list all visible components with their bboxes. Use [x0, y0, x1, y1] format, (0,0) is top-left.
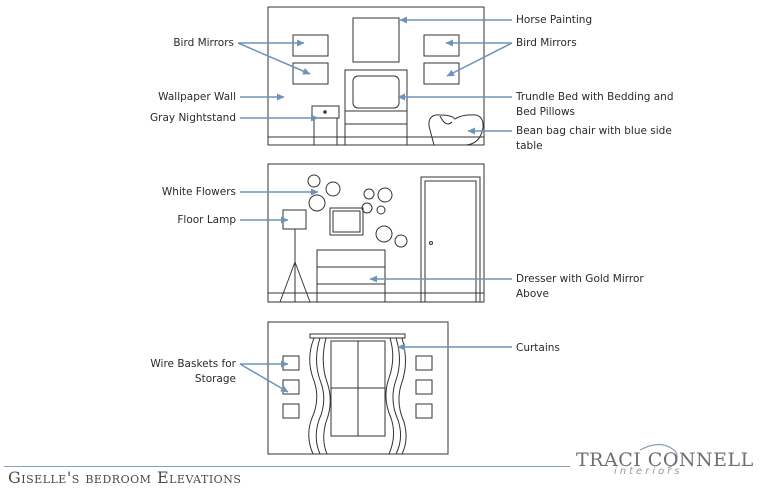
label-bird-mirrors-right: Bird Mirrors	[516, 37, 577, 49]
label-curtains: Curtains	[516, 342, 560, 354]
gold-mirror	[329, 207, 364, 236]
bird-mirror	[292, 34, 329, 57]
label-trundle-bed-line2: Bed Pillows	[516, 106, 576, 118]
arrow-wire-baskets-2	[239, 363, 289, 393]
curtains	[308, 337, 407, 455]
label-bean-bag-line1: Bean bag chair with blue side	[516, 125, 672, 137]
brand-logo-name: TRACI CONNELL	[576, 449, 754, 471]
bean-bag-chair	[428, 114, 484, 146]
label-bird-mirrors-left: Bird Mirrors	[173, 37, 234, 49]
label-white-flowers: White Flowers	[161, 186, 236, 198]
bird-mirror	[292, 62, 329, 85]
elevation-2	[267, 163, 485, 303]
label-wire-baskets-line1: Wire Baskets for	[150, 358, 236, 370]
label-dresser-line2: Above	[516, 288, 549, 300]
arrow-bird-mirrors-left-2	[237, 42, 311, 75]
elevation-3	[267, 321, 449, 455]
door	[420, 176, 481, 303]
label-wire-baskets-line2: Storage	[194, 373, 236, 385]
window	[330, 340, 386, 437]
callout-arrows	[237, 16, 513, 393]
elevation-3-wall	[267, 321, 449, 455]
white-flowers	[307, 174, 408, 248]
label-bean-bag-line2: table	[516, 140, 543, 152]
label-floor-lamp: Floor Lamp	[177, 214, 236, 226]
wire-baskets-right	[415, 355, 433, 419]
label-dresser-line1: Dresser with Gold Mirror	[516, 273, 644, 285]
label-wallpaper-wall: Wallpaper Wall	[158, 91, 236, 103]
label-trundle-bed-line1: Trundle Bed with Bedding and	[516, 91, 674, 103]
curtain-rod	[309, 333, 406, 339]
arrow-bird-mirrors-right-2	[446, 42, 513, 77]
horse-painting	[352, 17, 400, 63]
nightstand	[311, 105, 340, 145]
footer-rule	[4, 466, 570, 467]
page-title: Giselle's bedroom Elevations	[8, 468, 242, 487]
elevation-1	[267, 6, 485, 146]
label-gray-nightstand: Gray Nightstand	[150, 112, 236, 124]
brand-logo-sub: interiors	[614, 466, 683, 477]
bird-mirror	[423, 62, 460, 85]
label-horse-painting: Horse Painting	[516, 14, 593, 26]
trundle-bed	[344, 69, 408, 146]
wire-baskets-left	[282, 355, 300, 419]
bird-mirror	[423, 34, 460, 57]
dresser	[316, 249, 386, 303]
brand-logo-swoosh	[639, 443, 678, 469]
floor-lamp	[279, 209, 311, 303]
